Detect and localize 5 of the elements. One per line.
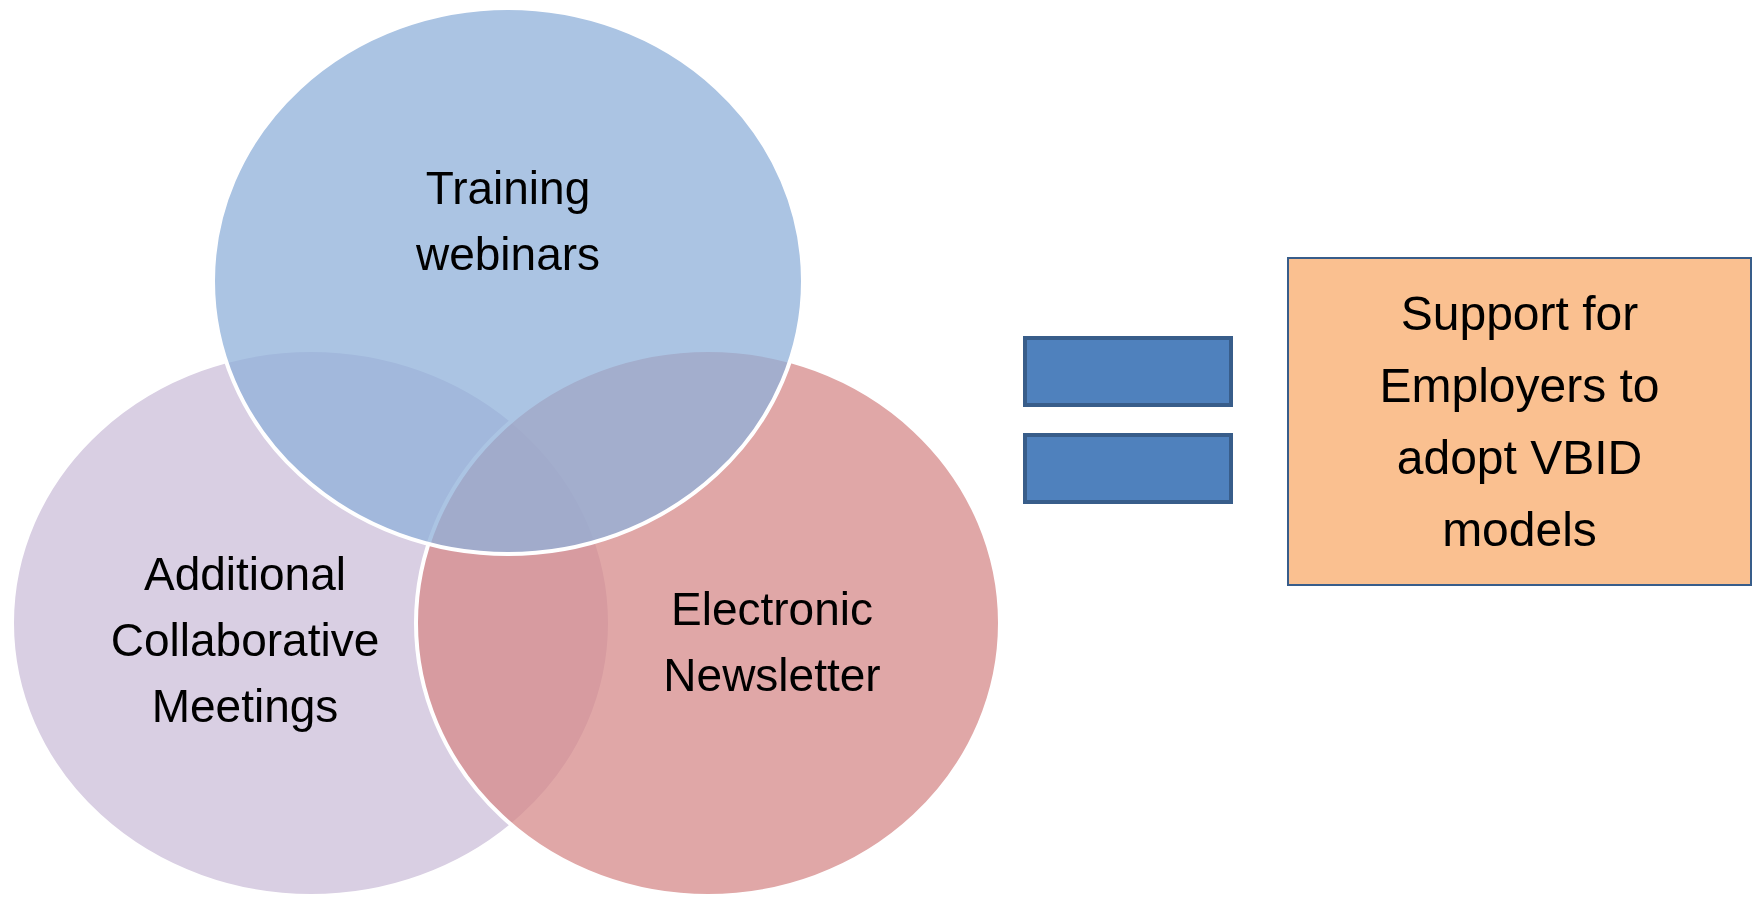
- circle-label: Electronic Newsletter: [662, 582, 882, 703]
- circle-label: Training webinars: [414, 161, 602, 282]
- box-label: Support for Employers to adopt VBID models: [1378, 285, 1661, 558]
- result-box: [1287, 257, 1752, 586]
- circle-label: Additional Collaborative Meetings: [109, 547, 381, 734]
